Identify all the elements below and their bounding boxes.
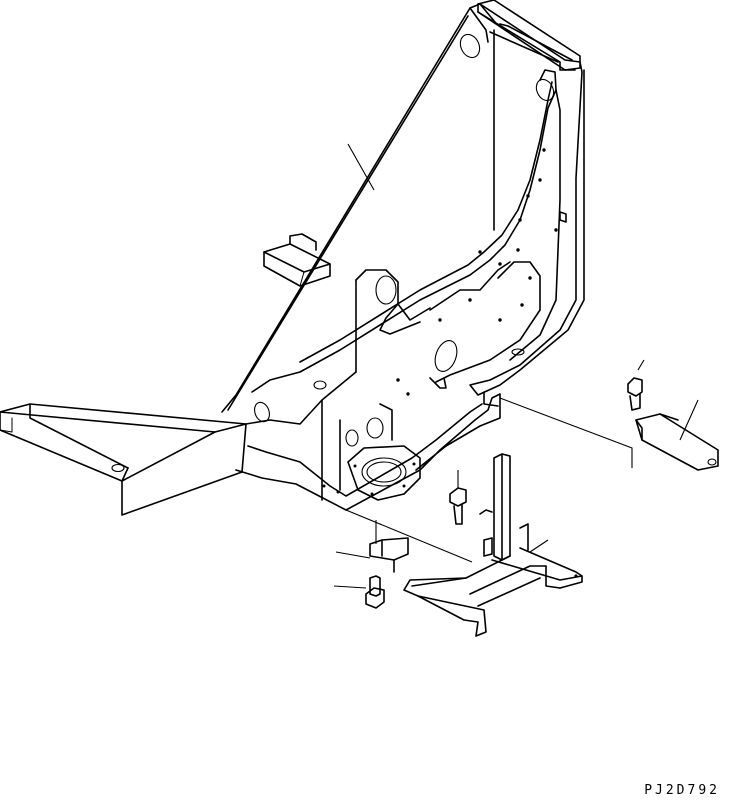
bracket-leader [499, 397, 633, 468]
support-leader [345, 509, 473, 563]
rear-plate [345, 148, 567, 447]
center-lug [355, 261, 511, 373]
main-frame [0, 0, 585, 516]
bolt-left [333, 575, 385, 609]
left-beam [0, 403, 247, 516]
side-plate [221, 0, 585, 423]
bracket-right [635, 399, 719, 471]
support-frame [403, 453, 583, 637]
bracket-left [335, 520, 409, 573]
bolt-upper-right [627, 359, 645, 411]
bolt-center [449, 470, 467, 525]
frame-leader [347, 143, 375, 191]
base-plate [235, 371, 501, 511]
cross-beam [263, 233, 331, 287]
drawing-code: PJ2D792 [644, 783, 720, 798]
